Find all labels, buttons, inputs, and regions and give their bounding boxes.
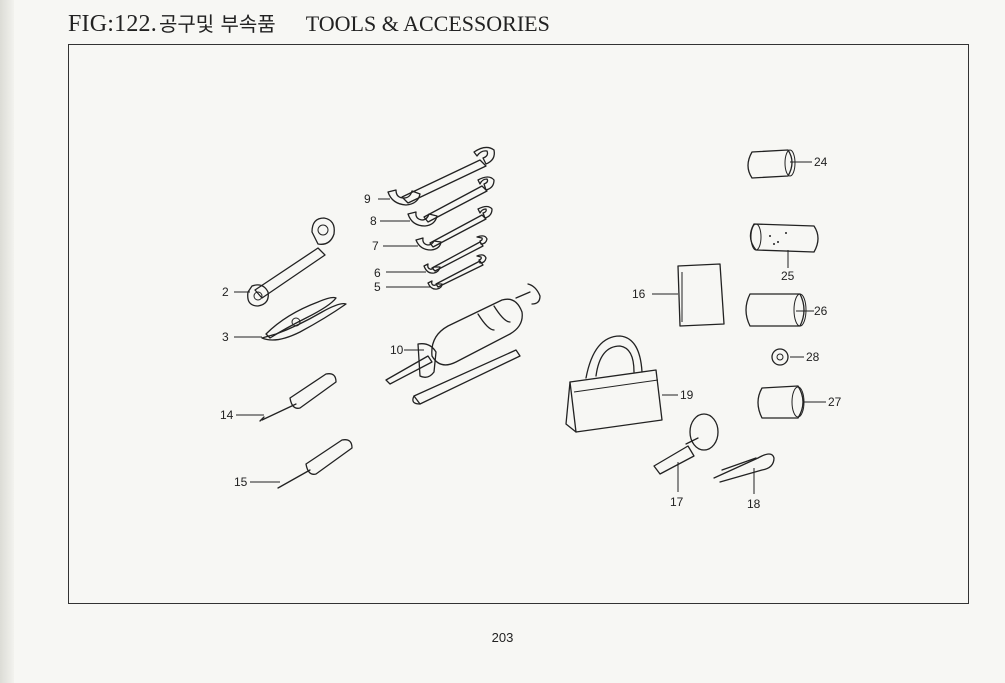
callout-14: 14: [220, 408, 234, 422]
title-english: TOOLS & ACCESSORIES: [305, 11, 550, 36]
callout-2: 2: [222, 285, 229, 299]
part-pin-17: [653, 413, 719, 475]
part-grease-gun-10: [385, 283, 541, 405]
callout-8: 8: [370, 214, 377, 228]
part-wrench-7: [415, 205, 493, 251]
part-manual-16: [677, 263, 725, 327]
title-korean: 공구및 부속품: [158, 12, 276, 36]
diagram-frame: [68, 44, 969, 604]
part-cylinder-24: [747, 149, 796, 179]
scan-edge: [0, 0, 14, 683]
callout-3: 3: [222, 330, 229, 344]
figure-number: FIG:122.: [68, 11, 157, 37]
part-tool-bag-19: [565, 335, 663, 433]
part-screwdriver-14: [259, 373, 337, 422]
callout-17: 17: [670, 495, 684, 509]
callout-5: 5: [374, 280, 381, 294]
page-number: 203: [491, 630, 514, 645]
part-wrench-9: [387, 146, 495, 206]
part-wrench-8: [407, 176, 495, 227]
part-cylinder-27: [757, 385, 805, 419]
callout-28: 28: [806, 350, 820, 364]
part-box-wrench-2: [247, 217, 335, 307]
callout-19: 19: [680, 388, 694, 402]
callout-18: 18: [747, 497, 761, 511]
callout-10: 10: [390, 343, 404, 357]
part-screwdriver-15: [277, 439, 353, 489]
callout-15: 15: [234, 475, 248, 489]
part-cylinder-26: [745, 293, 807, 327]
part-cylinder-25: [749, 223, 819, 253]
part-pliers-3: [261, 296, 347, 341]
part-wrench-5: [427, 254, 487, 290]
callout-24: 24: [814, 155, 828, 169]
part-wrench-6: [423, 235, 488, 274]
figure-header: FIG:122. 공구및 부속품 TOOLS & ACCESSORIES: [68, 8, 550, 40]
callout-9: 9: [364, 192, 371, 206]
callout-25: 25: [781, 269, 795, 283]
part-cotter-pin-18: [713, 453, 775, 483]
callout-7: 7: [372, 239, 379, 253]
callout-27: 27: [828, 395, 842, 409]
callout-6: 6: [374, 266, 381, 280]
part-washer-28: [771, 348, 789, 366]
callout-26: 26: [814, 304, 828, 318]
callout-16: 16: [632, 287, 646, 301]
